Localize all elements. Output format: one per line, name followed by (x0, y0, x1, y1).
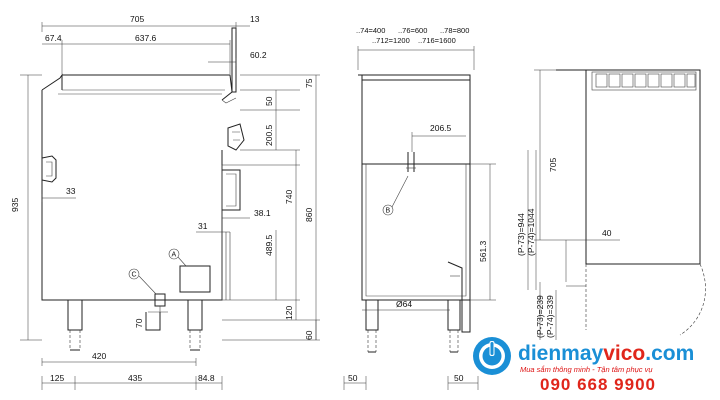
dim-60: 60 (304, 330, 314, 340)
dim-13: 13 (250, 14, 260, 24)
dim-200-5: 200.5 (264, 124, 274, 146)
callout-b: B (382, 175, 409, 216)
dim-860: 860 (304, 208, 314, 222)
dim-60-2: 60.2 (250, 50, 267, 60)
callout-a: A (168, 248, 187, 267)
width-74: ..74=400 (356, 26, 385, 35)
width-716: ..716=1600 (418, 36, 456, 45)
brand-slogan: Mua sắm thông minh - Tận tâm phục vụ (520, 365, 653, 374)
dim-705: 705 (130, 14, 144, 24)
right-p73-944: (P-73)=944 (516, 213, 526, 256)
dim-70: 70 (134, 318, 144, 328)
right-p74-1044: (P-74)=1044 (526, 208, 536, 256)
dim-84-8: 84.8 (198, 373, 215, 383)
dim-935: 935 (10, 198, 20, 212)
dim-67-4: 67.4 (45, 33, 62, 43)
dim-33: 33 (66, 186, 76, 196)
width-78: ..78=800 (440, 26, 469, 35)
right-p74-339: (P-74)=339 (545, 295, 555, 338)
width-712: ..712=1200 (372, 36, 410, 45)
callout-c: C (128, 268, 157, 295)
right-dim-40: 40 (602, 228, 612, 238)
dim-561-3: 561.3 (478, 240, 488, 262)
side-elevation-view (41, 27, 245, 351)
dim-120: 120 (284, 306, 294, 320)
width-76: ..76=600 (398, 26, 427, 35)
dim-diameter-64: Ø64 (396, 299, 412, 309)
dim-50-top: 50 (264, 96, 274, 106)
side-dimension-lines (20, 22, 320, 390)
brand-name: dienmayvico.com (518, 342, 694, 365)
dim-31: 31 (198, 221, 208, 231)
dim-38-1: 38.1 (254, 208, 271, 218)
svg-text:A: A (172, 252, 177, 259)
dim-50-right: 50 (454, 373, 464, 383)
dim-637-6: 637.6 (135, 33, 157, 43)
front-dimension-lines (343, 46, 496, 390)
right-section-view (556, 69, 706, 336)
dim-206-5: 206.5 (430, 123, 452, 133)
svg-text:C: C (132, 272, 137, 279)
dim-435: 435 (128, 373, 142, 383)
right-p73-239: (P-73)=239 (535, 295, 545, 338)
dim-75: 75 (304, 78, 314, 88)
brand-logo (473, 337, 511, 375)
right-dim-705: 705 (548, 158, 558, 172)
dim-125: 125 (50, 373, 64, 383)
dim-50-left: 50 (348, 373, 358, 383)
dim-420: 420 (92, 351, 106, 361)
svg-text:B: B (386, 208, 391, 215)
dim-740: 740 (284, 190, 294, 204)
dim-489-5: 489.5 (264, 234, 274, 256)
brand-phone: 090 668 9900 (540, 375, 656, 394)
front-elevation-view (358, 74, 471, 353)
right-dimension-lines (527, 69, 620, 340)
